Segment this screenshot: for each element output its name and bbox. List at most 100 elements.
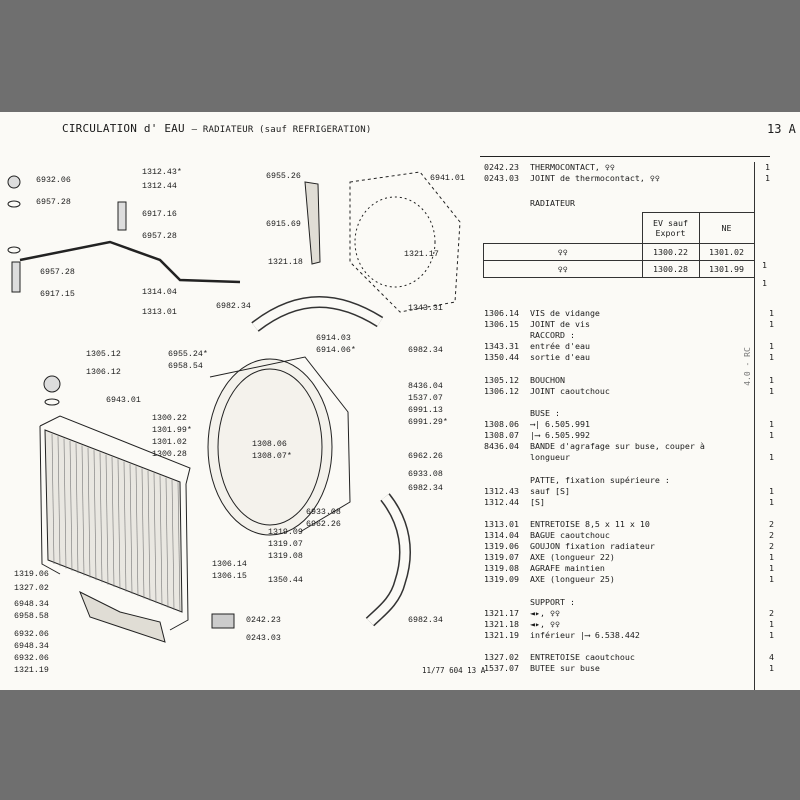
parts-row: SUPPORT : <box>484 597 774 607</box>
rad-qty-1: 1 <box>762 260 767 270</box>
part-desc: JOINT caoutchouc <box>530 385 610 396</box>
part-desc: ◄▸, ♀♀ <box>530 618 560 629</box>
part-desc: ◄▸, ♀♀ <box>530 607 560 618</box>
callout-label: 1343.31 <box>408 304 443 313</box>
part-qty: 1 <box>769 618 774 629</box>
callout-label: 6958.58 <box>14 612 49 621</box>
callout-label: 6991.13 <box>408 406 443 415</box>
part-ref: 1327.02 <box>484 652 519 663</box>
part-ref: 1306.14 <box>484 308 519 318</box>
shroud-drawing <box>207 358 333 536</box>
part-desc: inférieur |⟶ 6.538.442 <box>530 629 640 640</box>
callout-label: 1300.22 <box>152 414 187 423</box>
callout-label: 1327.02 <box>14 584 49 593</box>
parts-row: 1321.18 ◄▸, ♀♀1 <box>484 619 774 629</box>
callout-label: 1319.09 <box>268 528 303 537</box>
callout-label: 6958.54 <box>168 362 203 371</box>
callout-label: 6948.34 <box>14 600 49 609</box>
callout-label: 6955.26 <box>266 172 301 181</box>
parts-row: 1312.43 sauf [S] 1 <box>484 486 774 496</box>
part-desc: JOINT de thermocontact, ♀♀ <box>530 173 660 183</box>
part-ref: 1319.08 <box>484 563 519 574</box>
parts-row: 1321.17 ◄▸, ♀♀2 <box>484 608 774 618</box>
radiator-drawing <box>39 415 191 631</box>
part-ref: 1314.04 <box>484 530 519 540</box>
callout-label: 1306.12 <box>86 368 121 377</box>
part-qty: 1 <box>769 308 774 318</box>
parts-row: RACCORD : <box>484 330 774 340</box>
col-ne: NE <box>698 212 755 244</box>
part-qty: 1 <box>769 629 774 640</box>
table-row: ♀♀ 1300.22 1301.02 <box>483 243 755 261</box>
callout-label: 6917.15 <box>40 290 75 299</box>
part-desc: sauf [S] <box>530 485 570 496</box>
callout-label: 6932.06 <box>36 176 71 185</box>
callout-label: 1314.04 <box>142 288 177 297</box>
row-ev: 1300.22 <box>641 243 700 261</box>
parts-row: 1312.44 [S]1 <box>484 497 774 507</box>
parts-row: PATTE, fixation supérieure : <box>484 475 774 485</box>
part-desc: THERMOCONTACT, ♀♀ <box>530 162 615 172</box>
row-symbol: ♀♀ <box>483 243 643 261</box>
callout-label: 1321.19 <box>14 666 49 675</box>
callout-label: 6914.06* <box>316 345 356 355</box>
part-desc: BAGUE caoutchouc <box>530 530 610 540</box>
part-qty: 1 <box>769 574 774 585</box>
part-qty: 1 <box>769 563 774 574</box>
part-qty: 1 <box>769 352 774 363</box>
part-ref: 1343.31 <box>484 341 519 352</box>
parts-row <box>484 364 774 374</box>
footer-code: 11/77 604 13 A <box>422 666 486 675</box>
callout-label: 1321.17 <box>404 250 439 259</box>
row-symbol: ♀♀ <box>483 260 643 278</box>
page-title: CIRCULATION d' EAU – RADIATEUR (sauf REF… <box>62 122 371 135</box>
part-qty: 1 <box>769 319 774 330</box>
part-qty: 2 <box>769 607 774 618</box>
row-ne: 1301.99 <box>698 260 755 278</box>
callout-label: 1537.07 <box>408 394 443 403</box>
part-ref: 1319.07 <box>484 552 519 563</box>
callout-label: 6982.34 <box>408 616 443 625</box>
part-desc: GOUJON fixation radiateur <box>530 541 655 552</box>
part-qty: 1 <box>769 496 774 507</box>
callout-label: 6941.01 <box>430 174 465 183</box>
part-desc: AXE (longueur 22) <box>530 552 615 563</box>
callout-label: 0242.23 <box>246 616 281 625</box>
callout-label: 6933.08 <box>408 470 443 479</box>
callout-label: 1312.43* <box>142 167 182 177</box>
qty-column-rule-top <box>754 162 755 292</box>
part-qty: 2 <box>769 541 774 552</box>
callout-label: 6991.29* <box>408 417 448 427</box>
part-qty: 1 <box>769 485 774 496</box>
part-ref: 1306.12 <box>484 385 519 396</box>
part-ref: 0243.03 <box>484 173 519 183</box>
callout-label: 6957.28 <box>40 268 75 277</box>
part-qty: 2 <box>769 518 774 529</box>
callout-label: 6957.28 <box>142 232 177 241</box>
part-ref: 1308.06 <box>484 419 519 429</box>
col-ev: EV sauf Export <box>641 212 700 244</box>
callout-label: 6962.26 <box>408 452 443 461</box>
thermocontact-drawing <box>211 613 235 629</box>
part-ref: 1537.07 <box>484 663 519 674</box>
callout-label: 1321.18 <box>268 258 303 267</box>
qty-column-rule <box>754 270 755 690</box>
parts-row <box>484 463 774 473</box>
page-number: 13 A <box>767 122 796 136</box>
part-desc: BUTEE sur buse <box>530 663 600 674</box>
callout-label: 6933.08 <box>306 508 341 517</box>
part-ref: 1312.43 <box>484 485 519 496</box>
part-qty: 1 <box>769 452 774 463</box>
